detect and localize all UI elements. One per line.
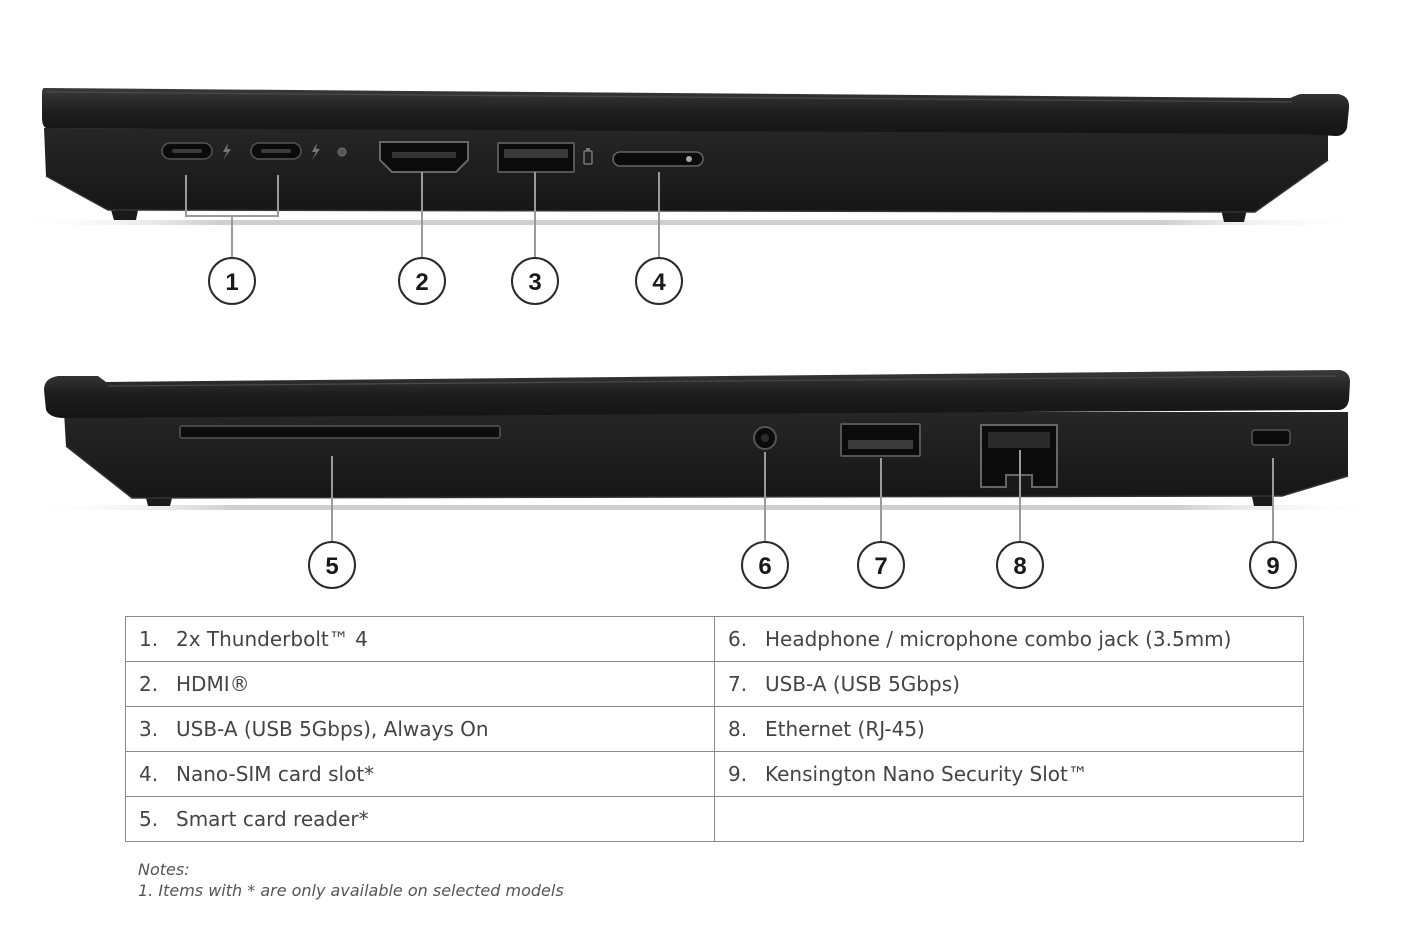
legend-cell: 9. Kensington Nano Security Slot™ xyxy=(714,751,1304,797)
legend-number: 4. xyxy=(139,762,159,786)
legend-cell: 7. USB-A (USB 5Gbps) xyxy=(714,661,1304,707)
laptop-left-side-view xyxy=(15,88,1365,260)
notes-heading: Notes: xyxy=(138,860,190,879)
svg-text:4: 4 xyxy=(652,269,666,296)
legend-cell: 5. Smart card reader* xyxy=(125,796,715,842)
smart-card-slot xyxy=(179,425,501,439)
callout-5: 5 xyxy=(308,541,356,589)
laptop-right-side-view xyxy=(30,370,1380,544)
legend-label: Smart card reader* xyxy=(176,807,369,831)
legend-number: 9. xyxy=(728,762,748,786)
table-row: 1. 2x Thunderbolt™ 4 6. Headphone / microp… xyxy=(125,616,1304,662)
legend-number: 6. xyxy=(728,627,748,651)
callout-4: 4 xyxy=(635,257,683,305)
svg-text:8: 8 xyxy=(1013,553,1026,580)
laptop-ports-diagram: 1 2 3 4 5 6 7 8 xyxy=(15,88,1380,589)
legend-label: Ethernet (RJ-45) xyxy=(765,717,925,741)
svg-text:7: 7 xyxy=(874,553,887,580)
legend-cell: 6. Headphone / microphone combo jack (3.5… xyxy=(714,616,1304,662)
legend-cell: 1. 2x Thunderbolt™ 4 xyxy=(125,616,715,662)
leader-lines-top xyxy=(185,172,660,260)
callout-9: 9 xyxy=(1249,541,1297,589)
ports-legend-table: 1. 2x Thunderbolt™ 4 6. Headphone / microp… xyxy=(125,616,1304,842)
svg-text:6: 6 xyxy=(758,553,771,580)
legend-label: Headphone / microphone combo jack (3.5mm… xyxy=(765,627,1232,651)
callout-2: 2 xyxy=(398,257,446,305)
surface-shadow xyxy=(15,220,1365,225)
table-row: 4. Nano-SIM card slot* 9. Kensington Nano … xyxy=(125,751,1304,797)
lightning-icon xyxy=(312,143,320,160)
notes-line: 1. Items with * are only available on se… xyxy=(138,881,564,900)
legend-number: 2. xyxy=(139,672,159,696)
legend-number: 5. xyxy=(139,807,159,831)
nano-sim-slot xyxy=(612,151,704,167)
legend-label: USB-A (USB 5Gbps), Always On xyxy=(176,717,489,741)
legend-number: 7. xyxy=(728,672,748,696)
svg-text:2: 2 xyxy=(415,269,428,296)
legend-cell: 3. USB-A (USB 5Gbps), Always On xyxy=(125,706,715,752)
legend-label: Nano-SIM card slot* xyxy=(176,762,375,786)
legend-label: 2x Thunderbolt™ 4 xyxy=(176,627,368,651)
callout-1: 1 xyxy=(208,257,256,305)
legend-number: 1. xyxy=(139,627,159,651)
lid-highlight xyxy=(45,91,1293,103)
svg-text:9: 9 xyxy=(1266,553,1279,580)
table-row: 3. USB-A (USB 5Gbps), Always On 8. Etherne… xyxy=(125,706,1304,752)
base-bevel-line xyxy=(65,445,1349,499)
callout-6: 6 xyxy=(741,541,789,589)
surface-shadow xyxy=(30,505,1380,510)
legend-label: Kensington Nano Security Slot™ xyxy=(765,762,1088,786)
legend-cell: 4. Nano-SIM card slot* xyxy=(125,751,715,797)
svg-text:5: 5 xyxy=(325,553,338,580)
lightning-icon xyxy=(223,143,231,160)
laptop-lid xyxy=(42,88,1350,136)
svg-text:3: 3 xyxy=(528,269,541,296)
laptop-base xyxy=(64,412,1348,498)
kensington-lock-slot xyxy=(1251,429,1291,446)
callout-8: 8 xyxy=(996,541,1044,589)
legend-label: USB-A (USB 5Gbps) xyxy=(765,672,960,696)
laptop-base xyxy=(44,128,1328,212)
callout-3: 3 xyxy=(511,257,559,305)
svg-text:1: 1 xyxy=(225,269,238,296)
status-led xyxy=(337,147,347,157)
laptop-lid xyxy=(44,370,1350,418)
callouts: 1 2 3 4 5 6 7 8 xyxy=(208,257,1297,589)
legend-cell xyxy=(714,796,1304,842)
leader-lines-bottom xyxy=(331,450,1274,544)
table-row: 5. Smart card reader* xyxy=(125,796,1304,842)
legend-number: 3. xyxy=(139,717,159,741)
legend-cell: 8. Ethernet (RJ-45) xyxy=(714,706,1304,752)
callout-7: 7 xyxy=(857,541,905,589)
base-bevel-line xyxy=(45,159,1329,213)
lid-highlight xyxy=(107,375,1337,387)
table-row: 2. HDMI® 7. USB-A (USB 5Gbps) xyxy=(125,661,1304,707)
legend-number: 8. xyxy=(728,717,748,741)
legend-cell: 2. HDMI® xyxy=(125,661,715,707)
legend-label: HDMI® xyxy=(176,672,250,696)
notes-block: Notes: 1. Items with * are only availabl… xyxy=(138,859,564,901)
